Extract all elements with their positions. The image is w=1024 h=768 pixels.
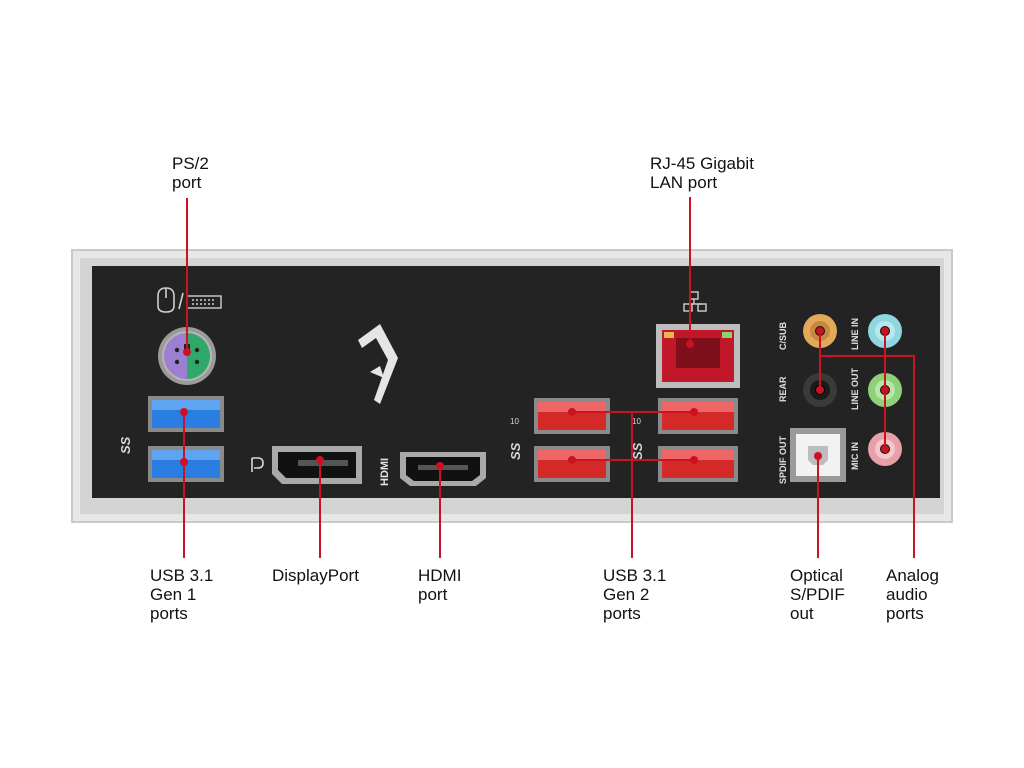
rog-logo xyxy=(358,324,398,404)
svg-text:SS: SS xyxy=(508,442,523,460)
callout-usb-gen1: USB 3.1 Gen 1 ports xyxy=(150,566,214,623)
rear-label: REAR xyxy=(778,376,788,402)
svg-text:10: 10 xyxy=(632,417,641,426)
slash-divider xyxy=(178,292,184,310)
callout-displayport: DisplayPort xyxy=(272,566,359,585)
usb-gen2-port xyxy=(658,398,738,434)
callout-analog-audio: Analog audio ports xyxy=(886,566,939,623)
displayport-port xyxy=(272,446,362,484)
callout-lan-port: RJ-45 Gigabit LAN port xyxy=(650,154,754,192)
spdif-out-label: SPDIF OUT xyxy=(778,435,788,484)
svg-text:10: 10 xyxy=(510,417,519,426)
usb-superspeed-icon: SS 10 SS 10 xyxy=(508,417,645,460)
displayport-icon xyxy=(251,457,264,472)
pointer-dots xyxy=(180,327,889,470)
line-out-label: LINE OUT xyxy=(850,367,860,410)
audio-labels: C/SUB REAR SPDIF OUT LINE IN LINE OUT MI… xyxy=(778,318,860,484)
hdmi-panel-label: HDMI xyxy=(379,458,391,486)
callout-hdmi: HDMI port xyxy=(418,566,462,604)
svg-text:SS: SS xyxy=(630,442,645,460)
line-in-label: LINE IN xyxy=(850,318,860,350)
callout-ps2-port: PS/2 port xyxy=(172,154,209,192)
mouse-icon xyxy=(157,287,175,313)
hdmi-port xyxy=(400,452,486,486)
mic-in-label: MIC IN xyxy=(850,442,860,470)
usb-gen2-port xyxy=(658,446,738,482)
svg-text:SS: SS xyxy=(118,436,133,454)
lan-port xyxy=(656,324,740,388)
callout-usb-gen2: USB 3.1 Gen 2 ports xyxy=(603,566,667,623)
c-sub-label: C/SUB xyxy=(778,321,788,350)
usb-superspeed-icon: SS xyxy=(118,436,133,454)
callout-optical-spdif: Optical S/PDIF out xyxy=(790,566,845,623)
